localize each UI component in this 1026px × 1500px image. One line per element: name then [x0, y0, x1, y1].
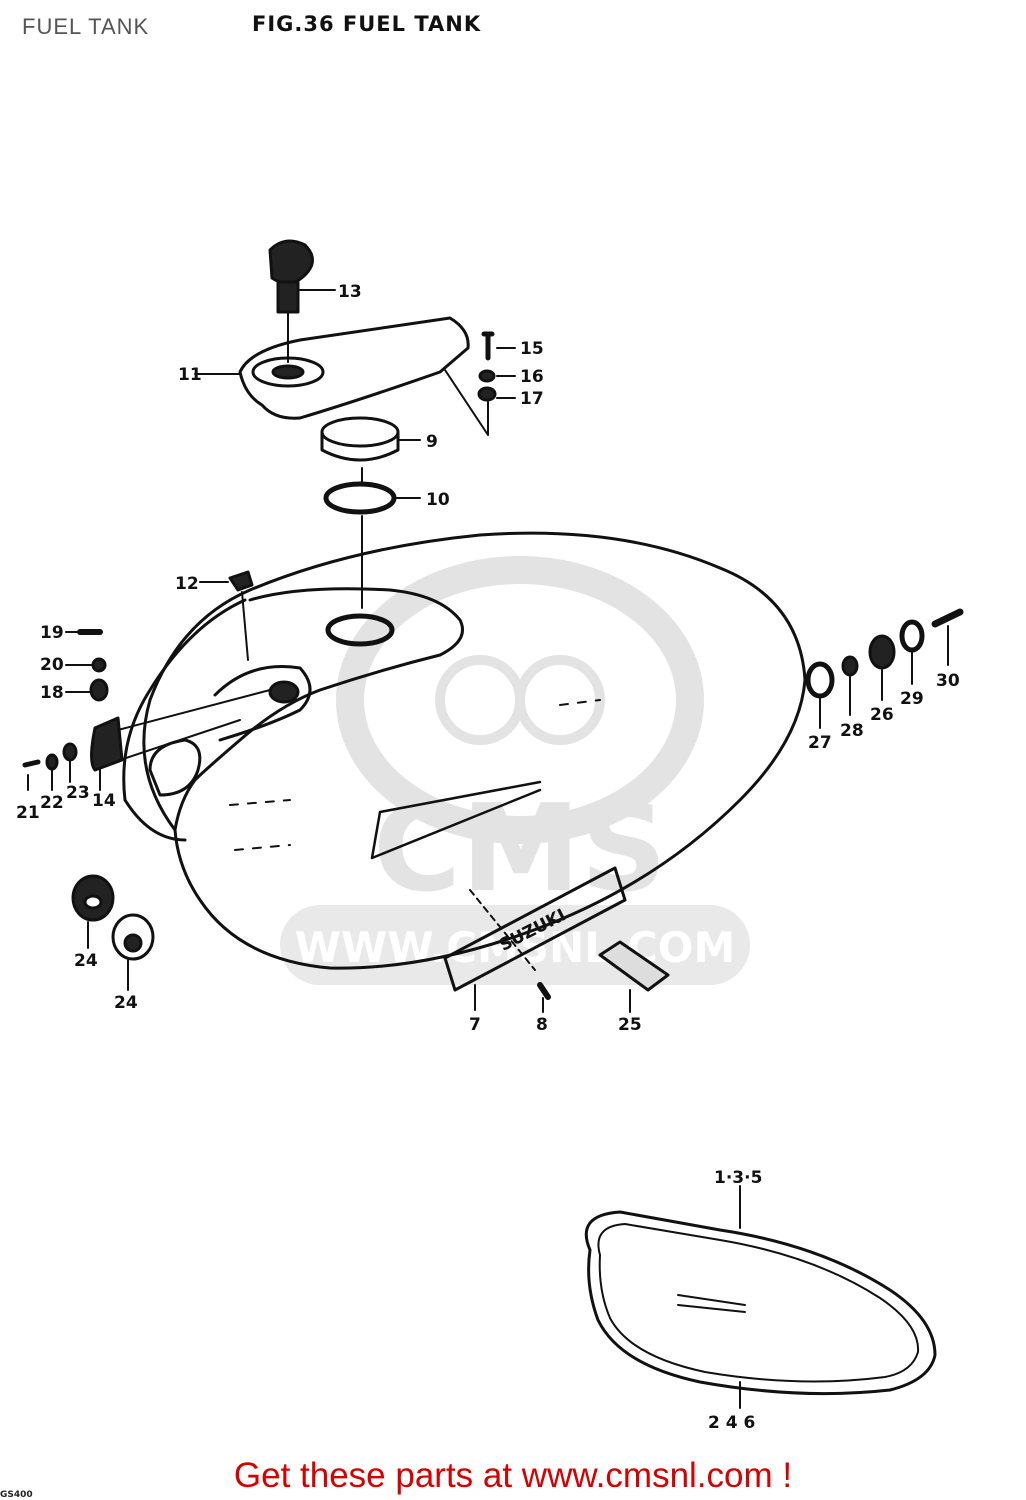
cap-lock-icon [268, 239, 314, 314]
callout-21: 21 [16, 803, 40, 823]
leader-cushion [444, 369, 489, 436]
watermark: CMS WWW.CMSNL.COM [280, 556, 750, 985]
cushion-18 [89, 678, 109, 702]
cushion-17 [477, 386, 497, 402]
diagram-code: GS400 [0, 1490, 33, 1500]
callout-12: 12 [175, 574, 199, 594]
callout-15: 15 [520, 339, 544, 359]
washer-16 [478, 369, 496, 383]
fuel-tank-body [122, 531, 807, 970]
callout-28: 28 [840, 721, 864, 741]
washer-23 [62, 742, 78, 762]
callout-29: 29 [900, 689, 924, 709]
screw-8 [469, 889, 551, 1000]
callout-14: 14 [92, 791, 116, 811]
fuel-cap-part [320, 416, 400, 462]
footer-link[interactable]: Get these parts at www.cmsnl.com ! [233, 1456, 793, 1495]
callout-30: 30 [936, 671, 960, 691]
washer-22 [45, 753, 59, 771]
tank-emblem [443, 866, 627, 992]
page-title: FUEL TANK [22, 14, 150, 39]
callout-25: 25 [618, 1015, 642, 1035]
callout-22: 22 [40, 793, 64, 813]
inset-tank-side-view [584, 1210, 937, 1396]
callout-18: 18 [40, 683, 64, 703]
figure-title: FIG.36 FUEL TANK [252, 12, 482, 36]
cap-cover-part [238, 316, 470, 420]
watermark-url: WWW.CMSNL.COM [295, 923, 736, 972]
callout-24b: 24 [114, 993, 138, 1013]
bracket-14 [90, 716, 124, 772]
bolt-15 [481, 331, 495, 361]
callout-13: 13 [338, 282, 362, 302]
callout-8: 8 [536, 1015, 548, 1035]
pad-25 [598, 940, 670, 992]
callout-labels: 13 11 15 16 17 9 10 12 19 20 18 21 22 23… [16, 282, 960, 1433]
cushion-26 [868, 634, 896, 670]
callout-20: 20 [40, 655, 64, 675]
callout-19: 19 [40, 623, 64, 643]
callout-16: 16 [520, 367, 544, 387]
grommet-27 [805, 661, 835, 699]
bolt-30 [931, 608, 964, 628]
emblem-clip-12 [228, 570, 254, 592]
gasket-part [323, 481, 397, 515]
washer-20 [91, 657, 107, 673]
callout-9: 9 [426, 432, 438, 452]
callout-24a: 24 [74, 951, 98, 971]
callout-1-3-5: 1·3·5 [714, 1168, 762, 1188]
bolt-21 [22, 759, 41, 768]
washer-29 [899, 619, 925, 653]
callout-11: 11 [178, 365, 202, 385]
callout-7: 7 [469, 1015, 481, 1035]
callout-23: 23 [66, 783, 90, 803]
callout-27: 27 [808, 733, 832, 753]
callout-2-4-6: 2 4 6 [708, 1413, 755, 1433]
collar-28 [841, 655, 859, 677]
callout-10: 10 [426, 490, 450, 510]
cushion-24-b [111, 913, 155, 961]
callout-17: 17 [520, 389, 544, 409]
cushion-24-a [71, 874, 115, 922]
callout-26: 26 [870, 705, 894, 725]
